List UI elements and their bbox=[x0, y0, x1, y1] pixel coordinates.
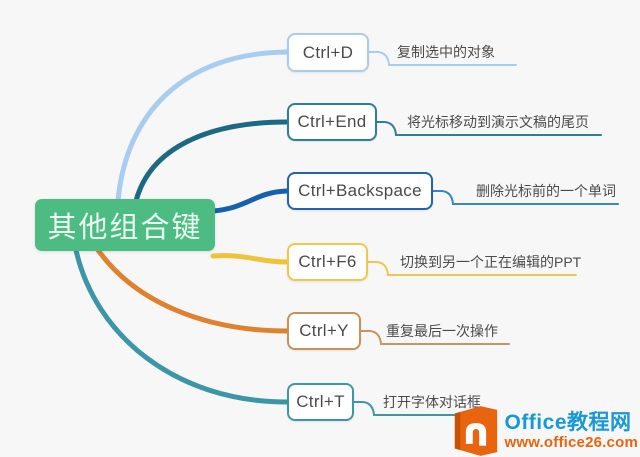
desc-ctrl-end[interactable]: 将光标移动到演示文稿的尾页 bbox=[407, 114, 589, 130]
office-logo-icon bbox=[455, 406, 498, 456]
desc-ctrl-backspace[interactable]: 删除光标前的一个单词 bbox=[476, 183, 616, 199]
branch-curve bbox=[210, 188, 290, 214]
branch-curve bbox=[115, 49, 290, 204]
root-node[interactable]: 其他组合键 bbox=[35, 199, 215, 251]
node-label: Ctrl+T bbox=[296, 392, 345, 411]
node-label: Ctrl+D bbox=[302, 42, 354, 62]
desc-ctrl-d[interactable]: 复制选中的对象 bbox=[397, 44, 495, 60]
desc-ctrl-y[interactable]: 重复最后一次操作 bbox=[386, 323, 498, 339]
node-label: Ctrl+Backspace bbox=[298, 181, 422, 200]
root-node-label: 其他组合键 bbox=[47, 212, 203, 244]
branch-curve bbox=[95, 247, 290, 334]
watermark[interactable]: Office教程网 www.office26.com bbox=[453, 406, 638, 456]
desc-ctrl-t[interactable]: 打开字体对话框 bbox=[383, 394, 481, 410]
node-label: Ctrl+F6 bbox=[298, 252, 357, 271]
watermark-site-name: Office教程网 bbox=[504, 411, 632, 434]
branch-curve bbox=[73, 247, 290, 405]
node-ctrl-f6[interactable]: Ctrl+F6 bbox=[287, 243, 368, 281]
node-ctrl-t[interactable]: Ctrl+T bbox=[287, 383, 354, 421]
node-label: Ctrl+End bbox=[297, 112, 367, 131]
branch-curve bbox=[133, 119, 290, 204]
node-ctrl-d[interactable]: Ctrl+D bbox=[287, 33, 369, 72]
watermark-site-url: www.office26.com bbox=[504, 434, 638, 451]
node-ctrl-backspace[interactable]: Ctrl+Backspace bbox=[287, 172, 433, 210]
branch-curve bbox=[210, 253, 290, 265]
node-ctrl-y[interactable]: Ctrl+Y bbox=[287, 312, 361, 350]
node-label: Ctrl+Y bbox=[299, 321, 349, 340]
desc-ctrl-f6[interactable]: 切换到另一个正在编辑的PPT bbox=[400, 254, 582, 270]
node-ctrl-end[interactable]: Ctrl+End bbox=[287, 103, 377, 141]
